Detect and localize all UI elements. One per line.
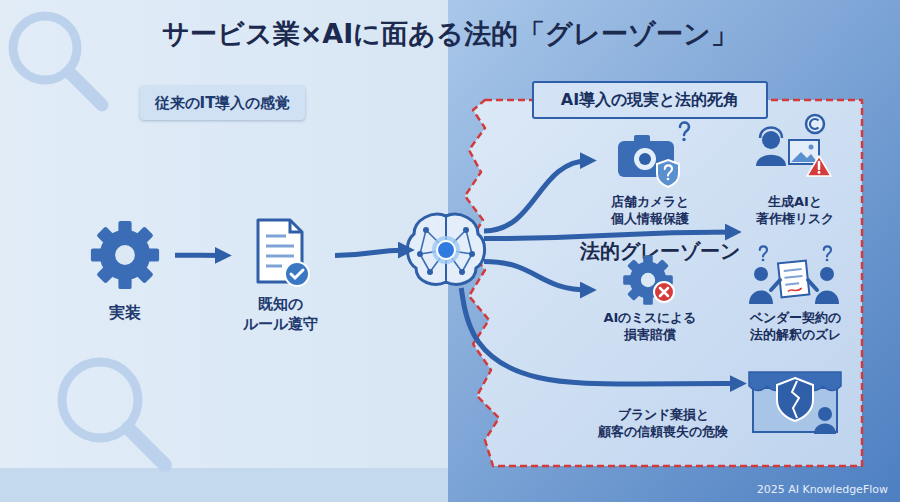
magnifier-decoration (13, 16, 165, 465)
zone-heading: 法的グレーゾーン (560, 238, 760, 264)
risk-label: ベンダー契約の 法的解釈のズレ (735, 310, 855, 344)
ai-brain-icon (407, 214, 484, 284)
risk-label: ブランド棄損と 顧客の信頼喪失の危険 (588, 407, 738, 441)
section-label: 従来のIT導入の感覚 (140, 86, 305, 120)
risk-item: ブランド棄損と 顧客の信頼喪失の危険 (740, 355, 850, 450)
panel-heading: AI導入の現実と法的死角 (532, 81, 768, 119)
gear-icon (91, 221, 159, 289)
ai-brain-node (408, 212, 484, 288)
flow-arrow (461, 288, 740, 384)
risk-item: 店舗カメラと 個人情報保護 (590, 118, 710, 230)
panel-fill (465, 100, 862, 466)
risk-item: ベンダー契約の 法的解釈のズレ (735, 252, 855, 352)
process-step: 既知の ルール遵守 (225, 205, 335, 345)
risk-item: AIのミスによる 損害賠償 (590, 252, 710, 352)
flow-arrow (175, 253, 225, 258)
right-background (448, 0, 900, 502)
document-icon (258, 220, 309, 286)
shop-shield-icon (749, 372, 841, 434)
camera-icon (618, 123, 689, 188)
error-gear-icon (623, 255, 674, 305)
diagram-title: サービス業×AIに面ある法的「グレーゾーン」 (0, 16, 900, 52)
section-heading: 従来のIT導入の感覚 (140, 86, 305, 120)
risk-panel: AI導入の現実と法的死角法的グレーゾーン店舗カメラと 個人情報保護生成AIと 著… (455, 100, 862, 466)
risk-label: 生成AIと 著作権リスク (735, 194, 855, 228)
contract-icon (749, 246, 839, 304)
bottom-band (0, 468, 448, 502)
copyright-icon (756, 115, 831, 176)
step-label: 既知の ルール遵守 (225, 295, 335, 334)
panel-border (465, 100, 862, 466)
risk-item: 生成AIと 著作権リスク (735, 118, 855, 238)
risk-label: 店舗カメラと 個人情報保護 (590, 194, 710, 228)
flow-arrow (335, 250, 408, 255)
watermark-label: 2025 AI KnowledgeFlow (757, 483, 888, 496)
risk-label: AIのミスによる 損害賠償 (590, 310, 710, 344)
flow-arrow (484, 261, 590, 290)
process-step: 実装 (75, 215, 175, 330)
flow-arrow (484, 161, 590, 231)
flow-arrow (484, 232, 735, 239)
step-label: 実装 (75, 303, 175, 324)
